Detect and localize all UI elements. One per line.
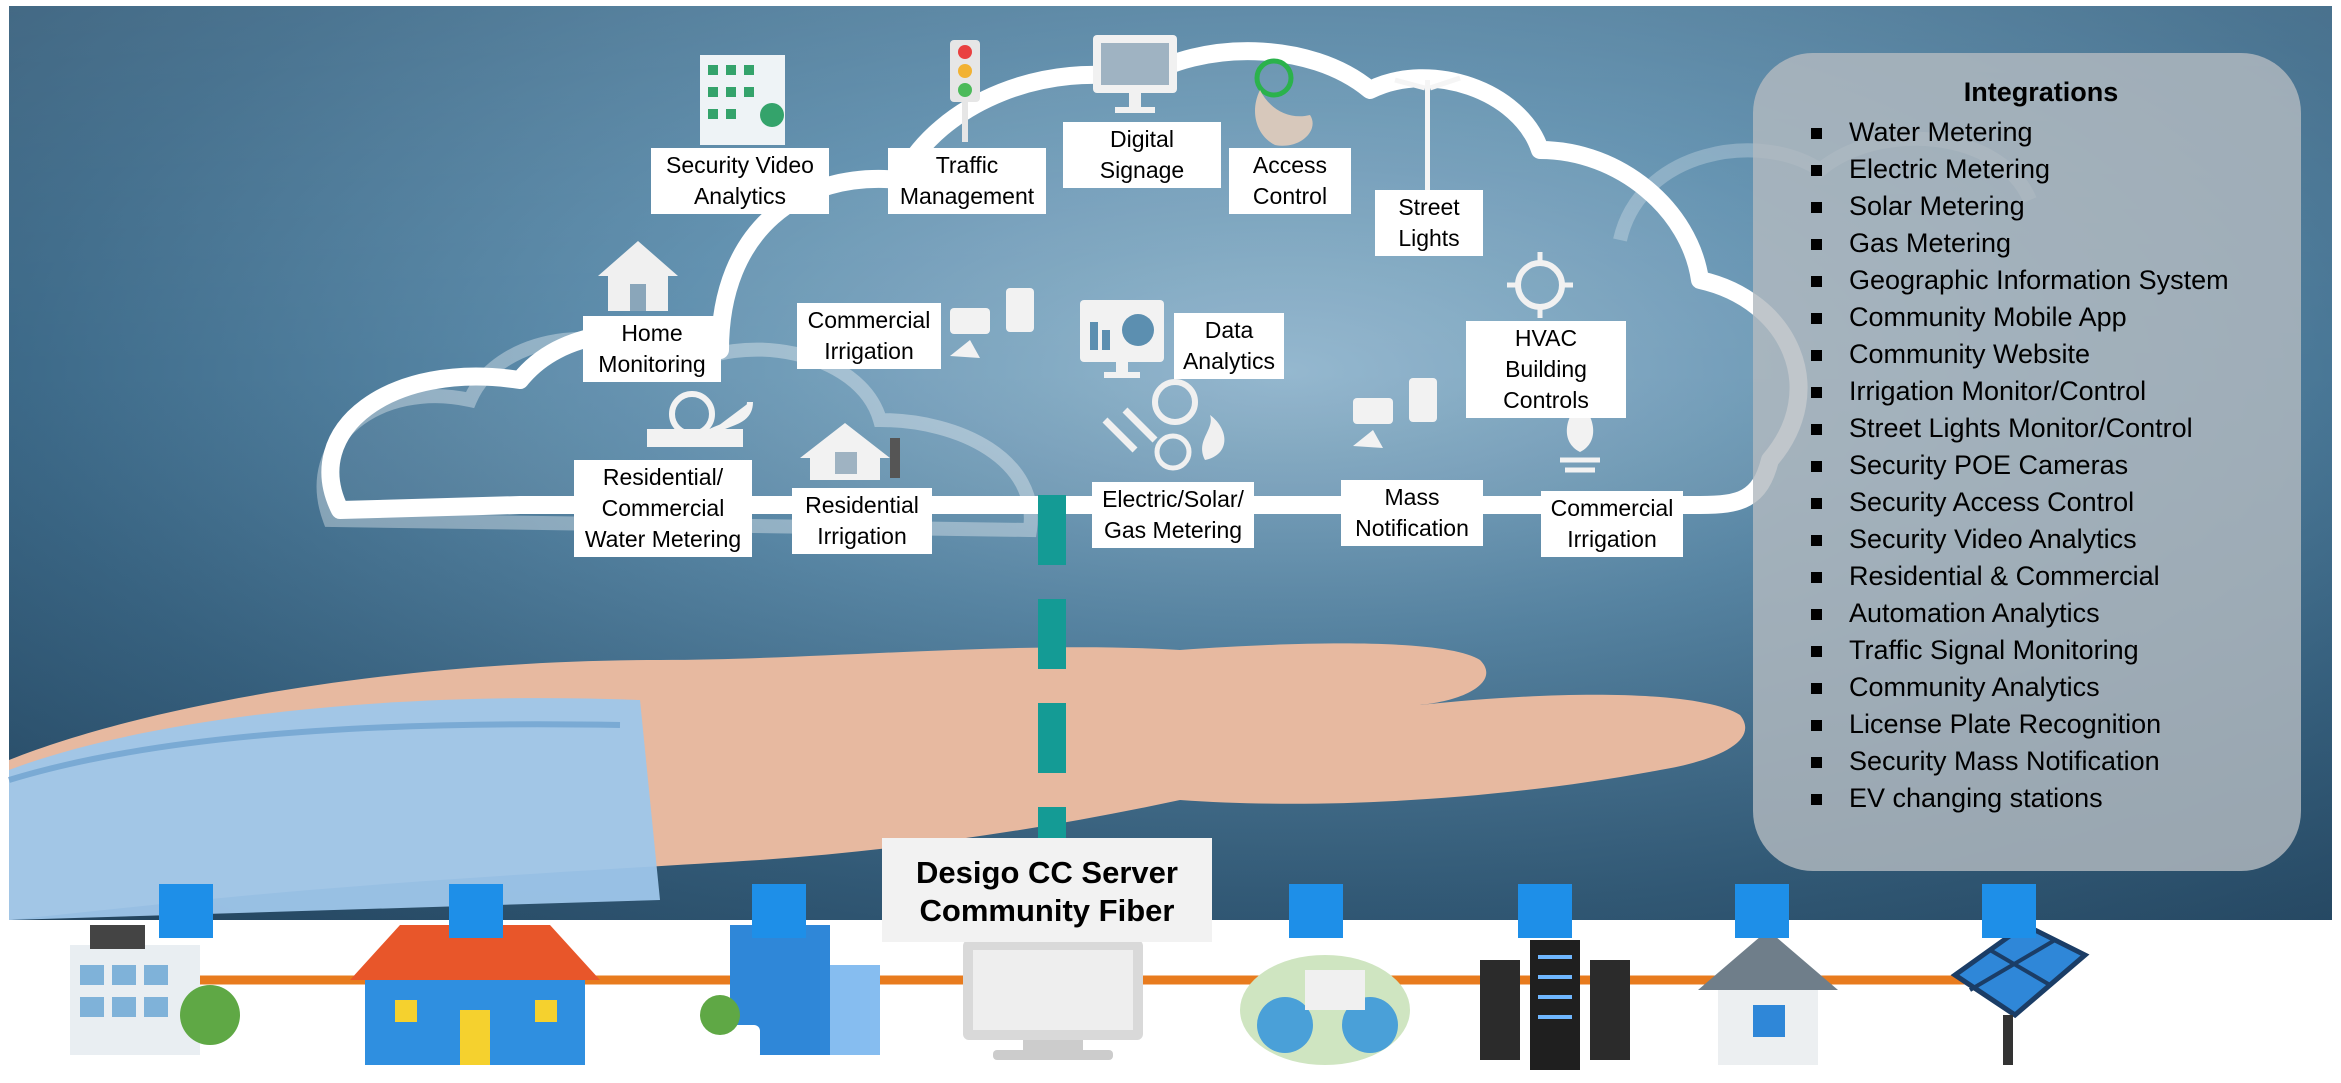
label-security-video-analytics: Security Video Analytics — [651, 148, 829, 214]
cloud-badge-home — [1735, 884, 1789, 938]
integration-item: Security Mass Notification — [1811, 743, 2271, 780]
label-street-lights: Street Lights — [1375, 190, 1483, 256]
integration-item: Community Analytics — [1811, 669, 2271, 706]
home-icon — [1698, 930, 1838, 1065]
integration-item: License Plate Recognition — [1811, 706, 2271, 743]
hand-illustration — [8, 643, 1746, 920]
server-title: Desigo CC Server — [916, 855, 1178, 890]
notification-devices-icon-2 — [1353, 378, 1437, 448]
label-data-analytics: Data Analytics — [1174, 313, 1284, 379]
integration-item: Solar Metering — [1811, 188, 2271, 225]
desigo-server-box: Desigo CC Server Community Fiber — [882, 838, 1212, 942]
server-subtitle: Community Fiber — [919, 893, 1175, 928]
cloud-badge-school — [449, 884, 503, 938]
street-light-icon — [1394, 75, 1461, 210]
integration-item: Security Access Control — [1811, 484, 2271, 521]
home-camera-icon — [598, 241, 678, 311]
label-digital-signage: Digital Signage — [1063, 122, 1221, 188]
integration-item: Security POE Cameras — [1811, 447, 2271, 484]
integration-item: Irrigation Monitor/Control — [1811, 373, 2271, 410]
label-access-control: Access Control — [1229, 148, 1351, 214]
traffic-light-icon — [950, 40, 980, 142]
integration-item: Electric Metering — [1811, 151, 2271, 188]
cloud-badge-office — [159, 884, 213, 938]
integrations-title: Integrations — [1963, 77, 2119, 107]
energy-icon — [1102, 379, 1225, 471]
label-commercial-irrigation-top: Commercial Irrigation — [797, 303, 941, 369]
integration-item: Water Metering — [1811, 114, 2271, 151]
label-home-monitoring: Home Monitoring — [583, 316, 721, 382]
integration-item: Residential & Commercial — [1811, 558, 2271, 595]
integration-item: EV changing stations — [1811, 780, 2271, 817]
cloud-badge-hospital — [752, 884, 806, 938]
integration-item: Geographic Information System — [1811, 262, 2271, 299]
label-residential-irrigation: Residential Irrigation — [792, 488, 932, 554]
fingerprint-icon — [1254, 58, 1313, 146]
integration-item: Automation Analytics — [1811, 595, 2271, 632]
solar-panel-icon — [1950, 922, 2090, 1065]
server-rack-icon — [1480, 940, 1630, 1070]
label-mass-notification: Mass Notification — [1341, 480, 1483, 546]
water-treatment-icon — [1240, 955, 1410, 1065]
sun-snow-icon — [1507, 252, 1573, 318]
integration-item: Traffic Signal Monitoring — [1811, 632, 2271, 669]
cloud-badge-water — [1289, 884, 1343, 938]
label-electric-solar-gas-metering: Electric/Solar/ Gas Metering — [1092, 482, 1254, 548]
integration-item: Security Video Analytics — [1811, 521, 2271, 558]
house-icon — [800, 423, 900, 480]
label-residential-commercial-water-metering: Residential/ Commercial Water Metering — [574, 460, 752, 557]
analytics-monitor-icon — [1080, 300, 1164, 378]
label-traffic-management: Traffic Management — [888, 148, 1046, 214]
integration-item: Community Website — [1811, 336, 2271, 373]
integrations-list: Water Metering Electric Metering Solar M… — [1811, 114, 2271, 817]
monitor-icon — [1093, 35, 1177, 113]
notification-devices-icon — [950, 288, 1034, 358]
cloud-badge-solar — [1982, 884, 2036, 938]
school-icon — [350, 925, 600, 1065]
label-commercial-irrigation-bottom: Commercial Irrigation — [1541, 491, 1683, 557]
integration-item: Street Lights Monitor/Control — [1811, 410, 2271, 447]
server-monitor-icon — [963, 940, 1143, 1060]
hospital-icon — [680, 925, 880, 1060]
integration-item: Gas Metering — [1811, 225, 2271, 262]
office-building-icon — [700, 55, 785, 145]
office-building-icon-bottom — [70, 925, 240, 1055]
water-meter-icon — [647, 391, 753, 447]
label-hvac-building-controls: HVAC Building Controls — [1466, 321, 1626, 418]
integration-item: Community Mobile App — [1811, 299, 2271, 336]
integrations-panel: Integrations Water Metering Electric Met… — [1753, 53, 2301, 871]
cloud-badge-data-center — [1518, 884, 1572, 938]
